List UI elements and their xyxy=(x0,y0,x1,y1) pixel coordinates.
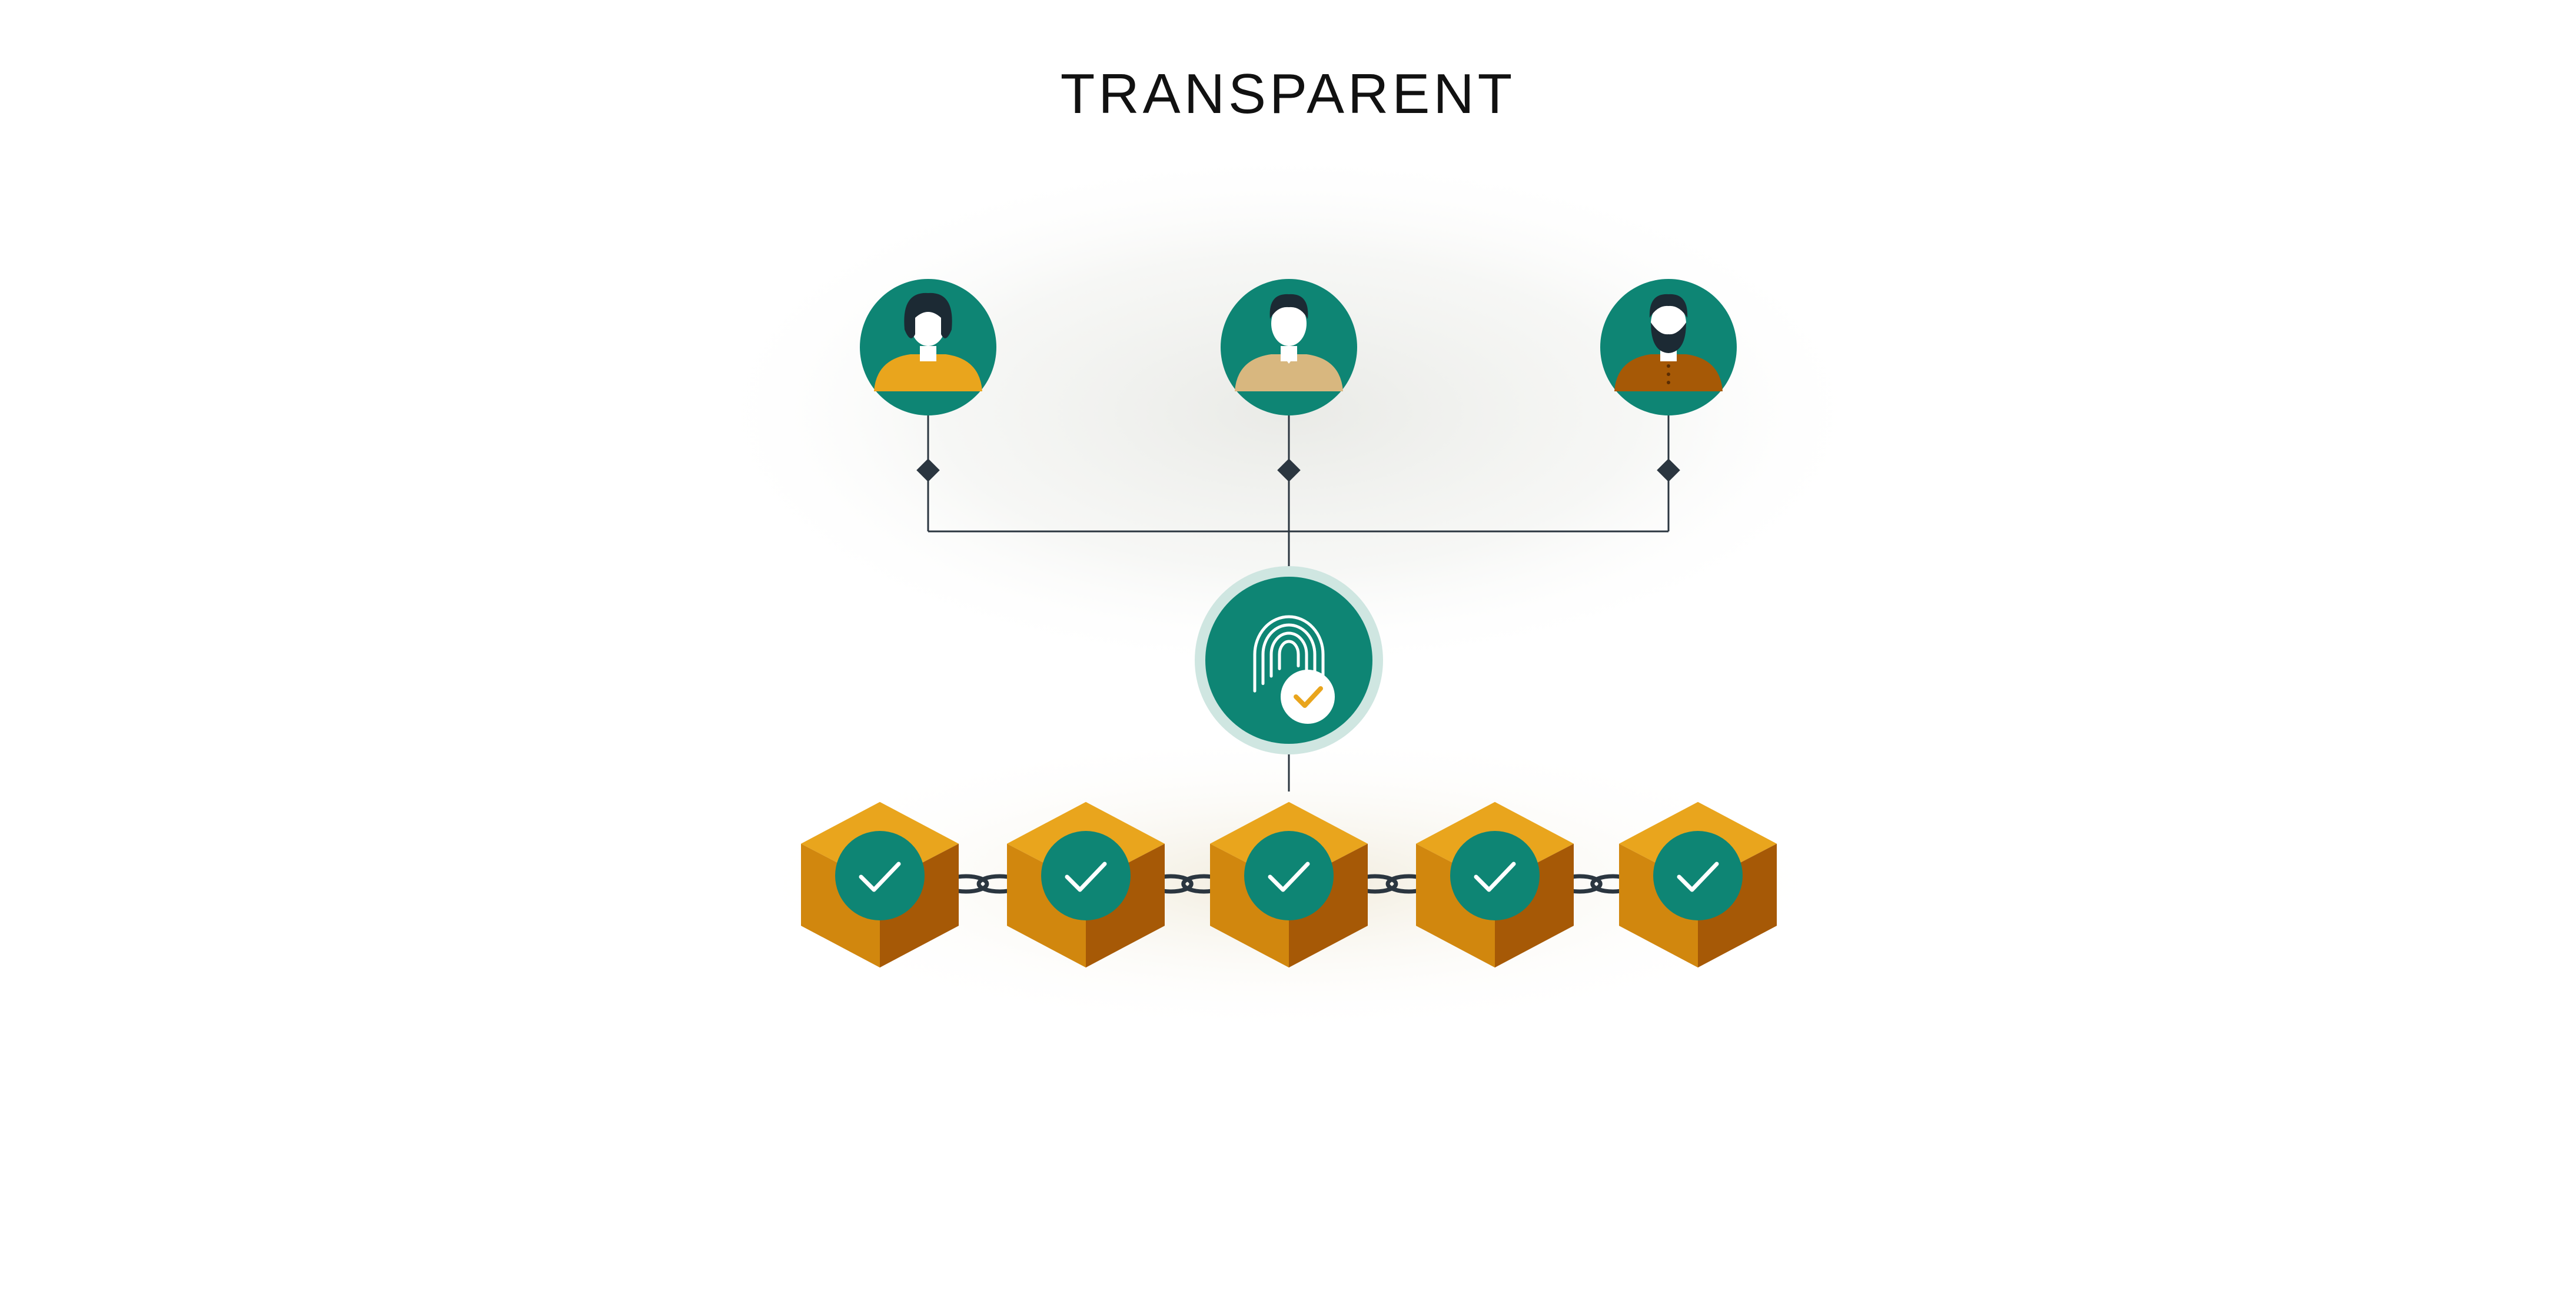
shirt-button xyxy=(1667,381,1670,384)
block xyxy=(1416,802,1574,968)
neck xyxy=(920,346,936,361)
participant-man xyxy=(1221,279,1357,415)
page-title: TRANSPARENT xyxy=(1060,62,1516,125)
hair xyxy=(1649,294,1688,318)
verifier-node xyxy=(1195,566,1383,754)
block xyxy=(1619,802,1777,968)
beard xyxy=(1651,322,1686,353)
woman-avatar-icon xyxy=(860,279,996,415)
shirt-button xyxy=(1667,373,1670,376)
face xyxy=(1271,301,1307,346)
verified-badge xyxy=(1281,670,1335,724)
fingerprint-ridge xyxy=(1261,623,1317,686)
connector-node-diamond xyxy=(916,458,940,482)
check-icon xyxy=(1677,862,1719,892)
fingerprint-ridge xyxy=(1278,640,1300,670)
connector-node-diamond xyxy=(1277,458,1301,482)
block-check-circle xyxy=(1041,831,1131,920)
block xyxy=(1210,802,1368,968)
block-check-circle xyxy=(835,831,925,920)
collar xyxy=(1282,354,1296,364)
hair xyxy=(1269,294,1308,319)
fingerprint-verified-icon xyxy=(1253,615,1325,693)
shirt xyxy=(874,354,982,391)
check-icon xyxy=(1268,862,1310,892)
bearded-man-avatar-icon xyxy=(1600,279,1737,415)
block xyxy=(1007,802,1165,968)
check-icon xyxy=(859,862,901,892)
fingerprint-ridge xyxy=(1269,631,1308,678)
check-icon xyxy=(1065,862,1107,892)
fingerprint-ridge xyxy=(1253,615,1325,693)
hair xyxy=(904,292,952,338)
connector-node-diamond xyxy=(1657,458,1680,482)
verified-check-icon xyxy=(1294,686,1323,708)
shirt xyxy=(1235,354,1343,391)
check-icon xyxy=(1474,862,1516,892)
block-check-circle xyxy=(1653,831,1743,920)
participant-bearded-man xyxy=(1600,279,1737,415)
block-check-circle xyxy=(1244,831,1334,920)
man-avatar-icon xyxy=(1221,279,1357,415)
block-check-circle xyxy=(1450,831,1540,920)
connector-lines xyxy=(916,415,1680,791)
verifier-circle xyxy=(1205,577,1372,744)
shirt-button xyxy=(1667,364,1670,368)
block xyxy=(801,802,959,968)
participant-woman xyxy=(860,279,996,415)
